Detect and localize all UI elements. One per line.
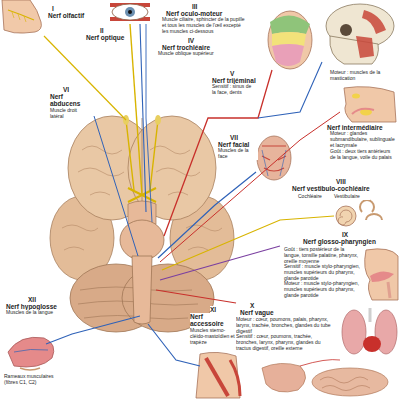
- optic-nerve: [130, 24, 142, 195]
- nerve-function: Muscle droit latéral: [50, 108, 88, 120]
- glossopharyngeal-nerve: [160, 246, 280, 280]
- olfactory-nerve: [44, 36, 126, 120]
- nerve-name: Nerf glosso-pharyngien: [303, 238, 397, 245]
- oculomotor-nerve: [140, 24, 146, 212]
- nerve-function: Muscle ciliaire, sphincter de la pupille…: [162, 17, 246, 34]
- nerve-name: Nerf accessoire: [190, 313, 236, 328]
- nerve-function: Sensitif : muscle stylo-pharyngien, musc…: [284, 264, 362, 281]
- trigeminal-motor: [258, 62, 322, 118]
- nerve-function: Muscles de la langue: [6, 310, 60, 316]
- nerve-function: Rameaux musculaires (fibres C1, C2): [4, 374, 64, 386]
- nerve-function: Muscle oblique supérieur: [158, 51, 234, 57]
- abducens-nerve: [94, 116, 138, 256]
- nerve-function: Cochléaire: [298, 194, 330, 200]
- nerve-function: Goût : tiers postérieur de la langue, to…: [284, 247, 362, 264]
- nerve-function: Goût : deux tiers antérieurs de la langu…: [330, 149, 396, 161]
- nerve-function: Moteur : muscle stylo-pharyngien, muscle…: [284, 281, 362, 298]
- nerve-function: Moteur : cœur, poumons, palais, pharynx,…: [236, 317, 332, 334]
- nerve-name: Nerf vague: [240, 309, 290, 316]
- nerve-function: Moteur : glandes submandibulaire, sublin…: [330, 131, 396, 148]
- trochlear-nerve: [146, 24, 152, 222]
- nerve-function: Sensitif : sinus de la face, dents: [212, 84, 254, 96]
- nerve-function: Moteur : muscles de la mastication: [330, 70, 396, 82]
- nerve-function: Muscles sterno-cléido-mastoïdien et trap…: [190, 328, 236, 345]
- nerve-name: Nerf abducens: [50, 93, 88, 108]
- nerve-function: Vestibulaire: [334, 194, 370, 200]
- nerve-name: Nerf olfactif: [48, 12, 92, 19]
- hypoglossal-nerve: [46, 316, 140, 344]
- nerve-name: Nerf optique: [86, 34, 126, 41]
- nerve-function: Muscles de la face: [218, 148, 258, 160]
- vagus-nerve: [156, 290, 236, 303]
- facial-nerve: [158, 172, 256, 258]
- nerve-name: Nerf vestibulo-cochléaire: [292, 185, 396, 192]
- nerve-function: Sensitif : cœur, poumons, trachée, bronc…: [236, 334, 332, 351]
